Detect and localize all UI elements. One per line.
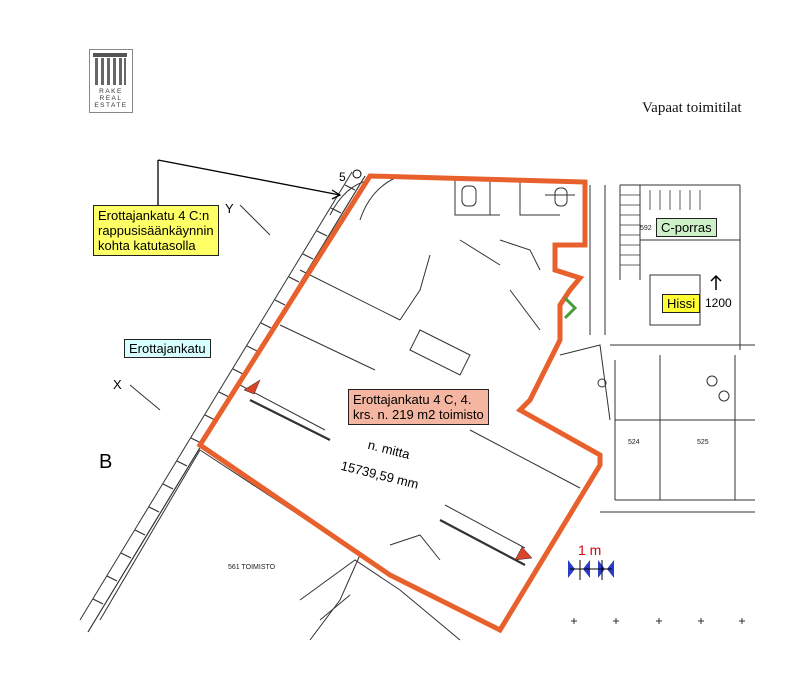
section-b-label: B — [99, 451, 113, 473]
lift-tag: Hissi — [662, 294, 701, 313]
logo-text-line-2: REAL — [99, 95, 123, 102]
room-592-label: 592 — [640, 225, 652, 232]
room-561-label: 561 TOIMISTO — [228, 564, 276, 571]
logo-text-line-3: ESTATE — [94, 102, 128, 109]
scale-label: 1 m — [578, 542, 602, 558]
street-callout: Erottajankatu — [124, 339, 211, 358]
logo-text-line-1: RAKE — [99, 88, 123, 95]
office-outline — [196, 173, 603, 634]
axis-x-label: X — [113, 377, 122, 392]
rake-logo: RAKE REAL ESTATE — [89, 49, 133, 113]
entrance-leader-line — [157, 159, 342, 205]
dimension-1200-label: 1200 — [705, 296, 732, 310]
scale-bar — [568, 560, 614, 580]
green-door-marker — [563, 296, 578, 320]
logo-columns-icon — [93, 53, 127, 85]
stair-tag: C-porras — [656, 218, 717, 237]
point-5-label: 5 — [339, 170, 346, 184]
red-marker-right — [514, 546, 533, 561]
axis-y-label: Y — [225, 201, 234, 216]
page-title: Vapaat toimitilat — [642, 100, 742, 116]
red-marker-left — [243, 379, 261, 395]
entrance-callout: Erottajankatu 4 C:n rappusisäänkäynnin k… — [93, 205, 219, 256]
room-524-label: 524 — [628, 439, 640, 446]
office-callout: Erottajankatu 4 C, 4. krs. n. 219 m2 toi… — [348, 389, 489, 425]
room-525-label: 525 — [697, 439, 709, 446]
